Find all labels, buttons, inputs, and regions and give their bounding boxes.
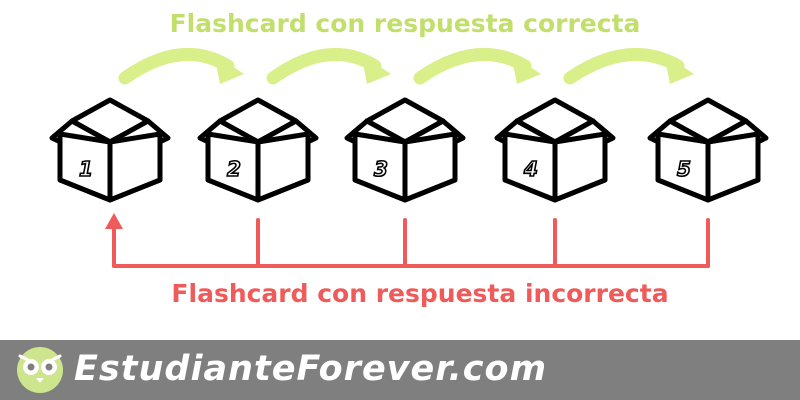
- box-number: 5: [677, 157, 691, 181]
- correct-arrow-head-3: [511, 54, 541, 84]
- box-number: 1: [79, 157, 93, 181]
- brand-name: EstudianteForever.com: [74, 349, 548, 389]
- correct-arrow-3: [413, 48, 532, 85]
- incorrect-arrow-head: [105, 213, 123, 229]
- correct-arrow-4: [563, 47, 685, 85]
- correct-answer-caption: Flashcard con respuesta correcta: [170, 9, 641, 38]
- owl-logo-icon: [17, 347, 63, 393]
- box-number: 4: [523, 157, 538, 181]
- box-number: 3: [374, 157, 388, 181]
- box-5: 5: [647, 97, 769, 203]
- boxes-group: 1 2 3 4 5: [49, 97, 769, 203]
- correct-arrow-1: [118, 48, 235, 85]
- box-3: 3: [344, 97, 466, 203]
- brand-footer: EstudianteForever.com: [0, 340, 800, 400]
- box-2: 2: [197, 97, 319, 203]
- box-4: 4: [494, 97, 616, 203]
- correct-arrow-head-2: [361, 54, 391, 84]
- box-number: 2: [227, 157, 241, 181]
- correct-arrow-head-4: [664, 54, 694, 84]
- correct-arrow-head-1: [214, 54, 244, 84]
- correct-arrow-2: [266, 48, 382, 85]
- correct-arrows-group: [118, 47, 694, 85]
- box-1: 1: [49, 97, 171, 203]
- incorrect-path-group: [105, 213, 710, 268]
- incorrect-answer-caption: Flashcard con respuesta incorrecta: [171, 279, 668, 308]
